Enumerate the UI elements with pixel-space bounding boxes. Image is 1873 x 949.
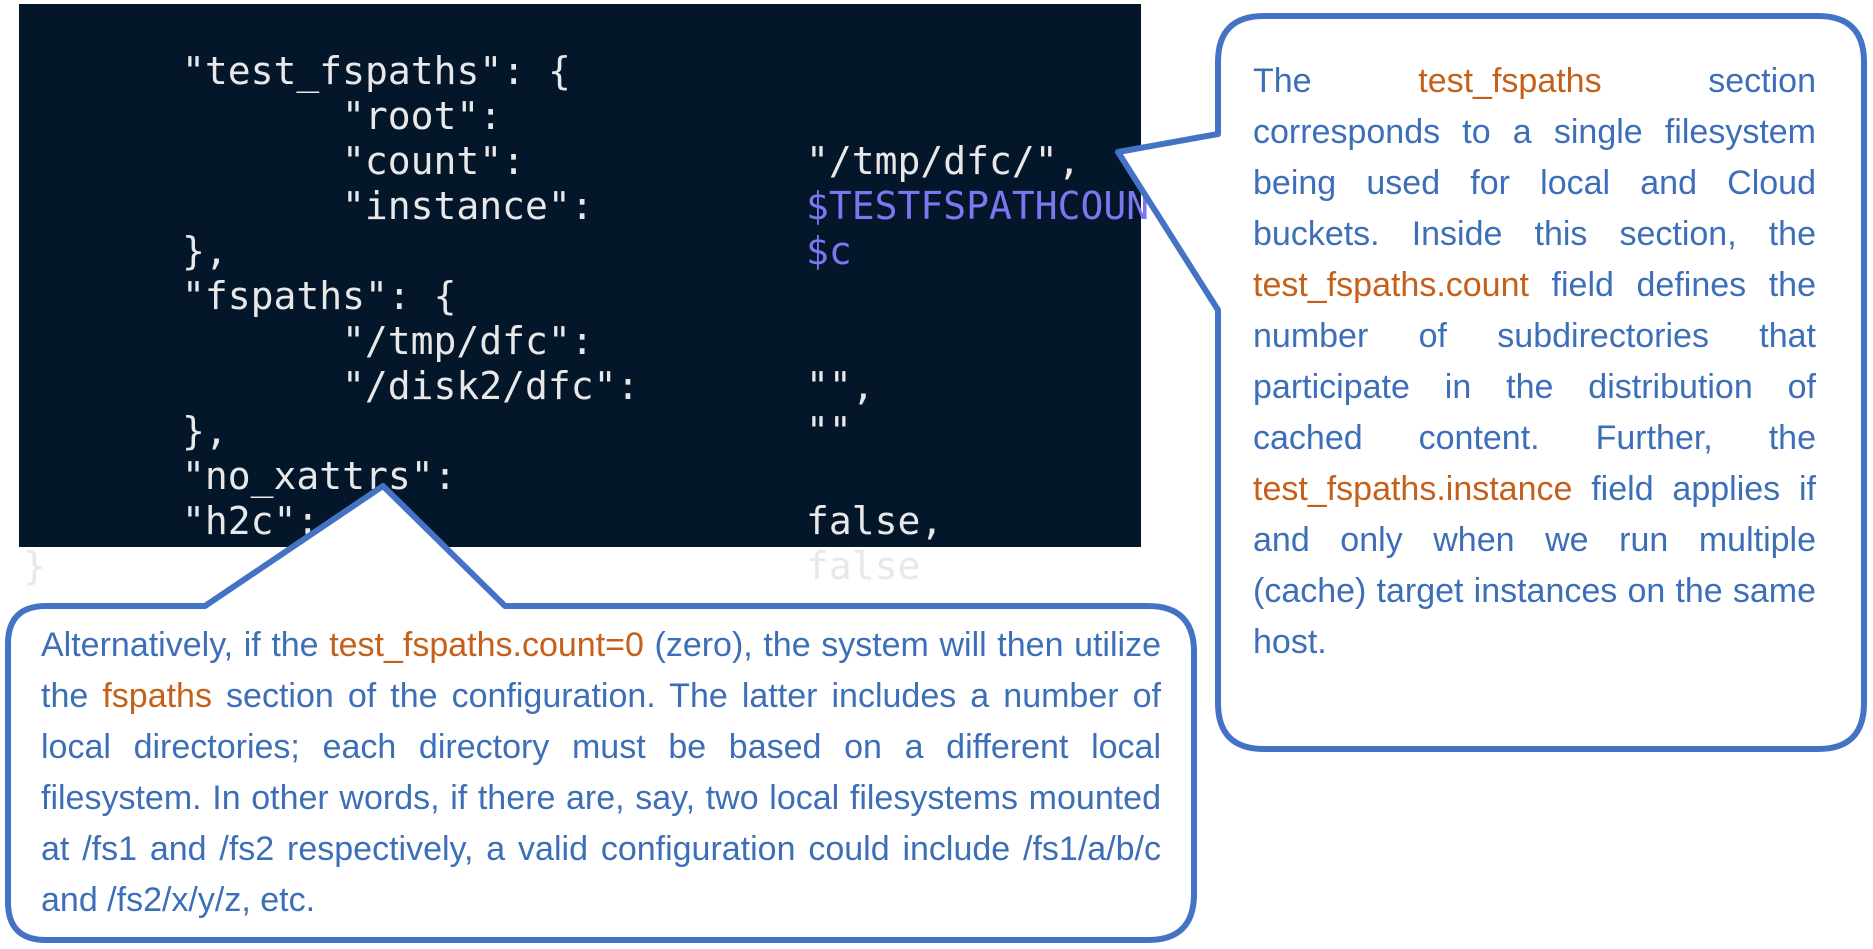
code-key: "h2c": (182, 499, 320, 543)
code-key: "instance": (342, 184, 594, 228)
code-line: "instance": $c (19, 139, 852, 273)
code-key: "test_fspaths": { (182, 49, 571, 93)
code-line: }, (19, 364, 228, 453)
callout-text: field applies if and only when we run mu… (1253, 470, 1816, 661)
highlight-term: test_fspaths (1418, 62, 1602, 100)
code-key: "root": (342, 94, 503, 138)
variable-token: $TESTFSPATHCOUNT (806, 184, 1173, 228)
code-key: "/tmp/dfc": (342, 319, 594, 363)
highlight-term: test_fspaths.instance (1253, 470, 1573, 508)
highlight-term: test_fspaths.count (1253, 266, 1529, 304)
highlight-term: test_fspaths.count=0 (329, 626, 644, 664)
code-key: }, (182, 409, 228, 453)
code-value: "", (806, 364, 875, 408)
code-line: "fspaths": { (19, 229, 457, 318)
code-line: "h2c": false (19, 454, 920, 588)
code-value: "/tmp/dfc/", (806, 139, 1081, 183)
code-line: }, (19, 184, 228, 273)
right-callout-bubble (1115, 13, 1867, 752)
code-line: "root": "/tmp/dfc/", (19, 49, 1081, 183)
code-value: "" (806, 409, 852, 453)
code-value: false, (806, 499, 944, 543)
code-line: "no_xattrs": false, (19, 409, 943, 543)
code-line: "test_fspaths": { (19, 4, 571, 93)
variable-token: $c (806, 229, 852, 273)
code-line: "/disk2/dfc": "" (19, 319, 852, 453)
callout-text: The (1253, 62, 1419, 100)
code-line: "count": $TESTFSPATHCOUNT, (19, 94, 1195, 228)
bottom-callout-bubble (5, 483, 1197, 943)
code-key: }, (182, 229, 228, 273)
code-key: "fspaths": { (182, 274, 457, 318)
callout-text: section of the configuration. The latter… (41, 677, 1161, 919)
callout-text: Alternatively, if the (41, 626, 330, 664)
code-key: "/disk2/dfc": (342, 364, 640, 408)
code-key: "count": (342, 139, 526, 183)
code-value: false (806, 544, 921, 588)
code-line: "/tmp/dfc": "", (19, 274, 875, 408)
terminal-window: "test_fspaths": { "root": "/tmp/dfc/", "… (19, 4, 1195, 588)
code-key: "no_xattrs": (182, 454, 457, 498)
right-callout-text: The test_fspaths section corresponds to … (1253, 56, 1816, 668)
code-key: } (23, 544, 46, 588)
callout-text: (zero), the system will then utilize the (41, 626, 1161, 715)
callout-text: section corresponds to a single filesyst… (1253, 62, 1816, 253)
bottom-callout-text: Alternatively, if the test_fspaths.count… (41, 620, 1161, 926)
code-line: } (19, 499, 156, 588)
highlight-term: fspaths (102, 677, 212, 715)
callout-text: field defines the number of subdirectori… (1253, 266, 1816, 457)
config-code: "test_fspaths": { "root": "/tmp/dfc/", "… (19, 4, 1195, 634)
